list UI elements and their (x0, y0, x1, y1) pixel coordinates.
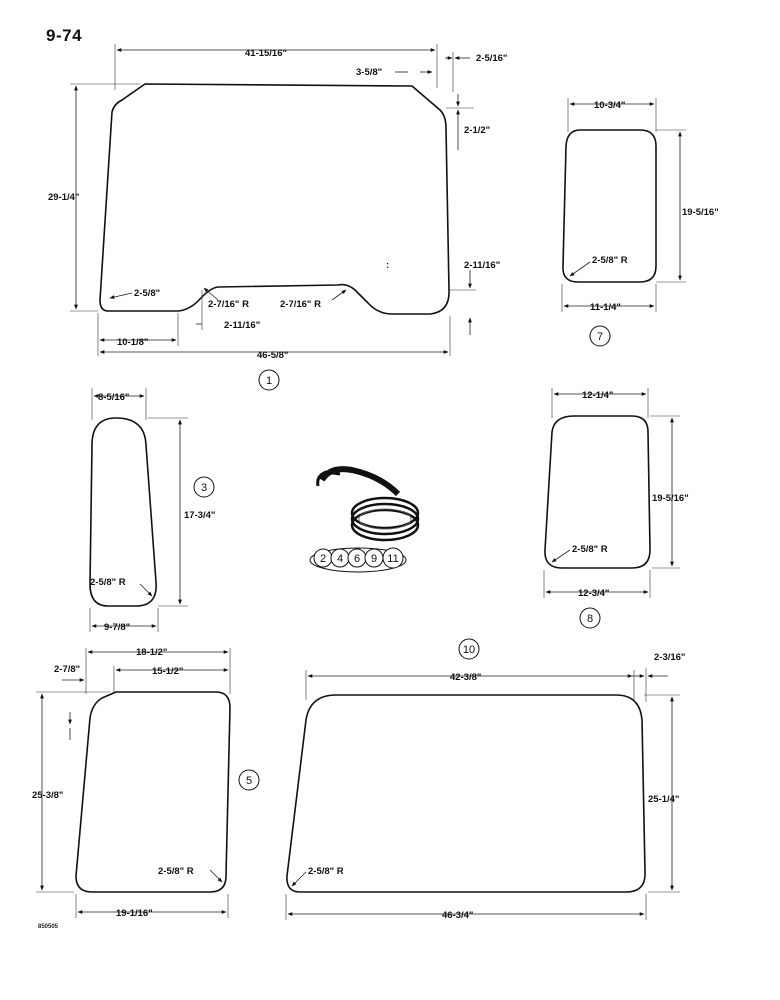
part-1-notch-depth: 2-11/16" (224, 320, 260, 331)
part-3-radius: 2-5/8" R (90, 577, 126, 588)
part-1-corner-offset-right: 2-5/16" (476, 53, 507, 64)
part-3-outline (89, 417, 157, 607)
part-10-callout-circle (458, 638, 480, 660)
part-3-width-top: 8-5/16" (98, 392, 129, 403)
part-1-right-lower-drop: 2-11/16" (464, 260, 500, 271)
part-3-callout: 3 (201, 482, 207, 494)
seal-weatherstrip-illustration: 2 4 6 9 11 (309, 466, 420, 573)
part-10-outline (286, 694, 646, 893)
part-5-outline (75, 691, 231, 893)
part-1-outline (99, 83, 450, 315)
part-10-radius: 2-5/8" R (308, 866, 344, 877)
part-5-corner-offset: 2-7/8" (54, 664, 80, 675)
seal-callout-9: 9 (371, 553, 377, 565)
part-1-bottom-left-radius: 2-5/8" (134, 288, 160, 299)
part-1-callout: 1 (266, 375, 272, 387)
part-1-right-upper-drop: 2-1/2" (464, 125, 490, 136)
part-1-notch-radius-left: 2-7/16" R (208, 299, 249, 310)
part-8-radius: 2-5/8" R (572, 544, 608, 555)
seal-callout-11: 11 (387, 553, 398, 565)
part-5-radius: 2-5/8" R (158, 866, 194, 877)
part-7-width-bottom: 11-1/4" (590, 302, 621, 313)
part-8-height: 19-5/16" (652, 493, 689, 504)
part-3-width-bottom: 9-7/8" (104, 622, 130, 633)
part-8-callout-circle (579, 607, 601, 629)
part-8-outline (544, 415, 651, 569)
part-10-width-top: 42-3/8" (450, 672, 481, 683)
speck: : (386, 260, 389, 271)
part-5-width-overall: 18-1/2" (136, 647, 167, 658)
glass-part-8: 12-1/4" 19-5/16" 2-5/8" R 12-3/4" 8 (543, 388, 689, 629)
part-3-height: 17-3/4" (184, 510, 215, 521)
part-7-radius: 2-5/8" R (592, 255, 628, 266)
part-7-callout: 7 (597, 331, 603, 343)
glass-part-10: 10 42-3/8" 2-3/16" 25-1/4" 2-5/8" R 46-3… (285, 638, 685, 921)
part-5-width-top: 15-1/2" (152, 666, 183, 677)
glass-part-7: 10-3/4" 19-5/16" 2-5/8" R 11-1/4" 7 (561, 98, 719, 347)
part-1-width-top: 41-15/16" (245, 48, 287, 59)
page-number: 9-74 (46, 26, 83, 45)
part-8-callout: 8 (587, 613, 593, 625)
part-1-height: 29-1/4" (48, 192, 79, 203)
seal-callouts: 2 4 6 9 11 (309, 547, 407, 573)
part-10-callout: 10 (463, 644, 475, 656)
part-7-height: 19-5/16" (682, 207, 719, 218)
part-1-notch-offset: 10-1/8" (117, 337, 148, 348)
part-5-callout-circle (238, 769, 260, 791)
part-10-width-bottom: 46-3/4" (442, 910, 473, 921)
part-3-callout-circle (193, 476, 215, 498)
part-1-callout-circle (258, 369, 280, 391)
part-5-height: 25-3/8" (32, 790, 63, 801)
part-10-corner-offset: 2-3/16" (654, 652, 685, 663)
part-7-width-top: 10-3/4" (594, 100, 625, 111)
part-1-width-bottom: 46-5/8" (257, 350, 288, 361)
glass-part-1: 41-15/16" 2-5/16" 3-5/8" 29-1/4" 2-1/2" … (48, 44, 507, 391)
part-1-notch-radius-right: 2-7/16" R (280, 299, 321, 310)
part-8-width-bottom: 12-3/4" (578, 588, 609, 599)
part-5-width-bottom: 19-1/16" (116, 908, 153, 919)
part-1-corner-offset-left: 3-5/8" (356, 67, 382, 78)
seal-callout-4: 4 (337, 553, 343, 565)
part-10-height: 25-1/4" (648, 794, 679, 805)
part-8-width-top: 12-1/4" (582, 390, 613, 401)
drawing-code: 850505 (38, 924, 59, 930)
part-7-outline (562, 129, 657, 283)
glass-part-5: 18-1/2" 15-1/2" 2-7/8" 25-3/8" 5 2-5/8" … (32, 647, 260, 919)
seal-callout-6: 6 (354, 553, 360, 565)
glass-part-3: 8-5/16" 17-3/4" 3 2-5/8" R 9-7/8" (89, 388, 215, 633)
part-5-callout: 5 (246, 775, 252, 787)
part-7-callout-circle (589, 325, 611, 347)
seal-callout-2: 2 (320, 553, 326, 565)
